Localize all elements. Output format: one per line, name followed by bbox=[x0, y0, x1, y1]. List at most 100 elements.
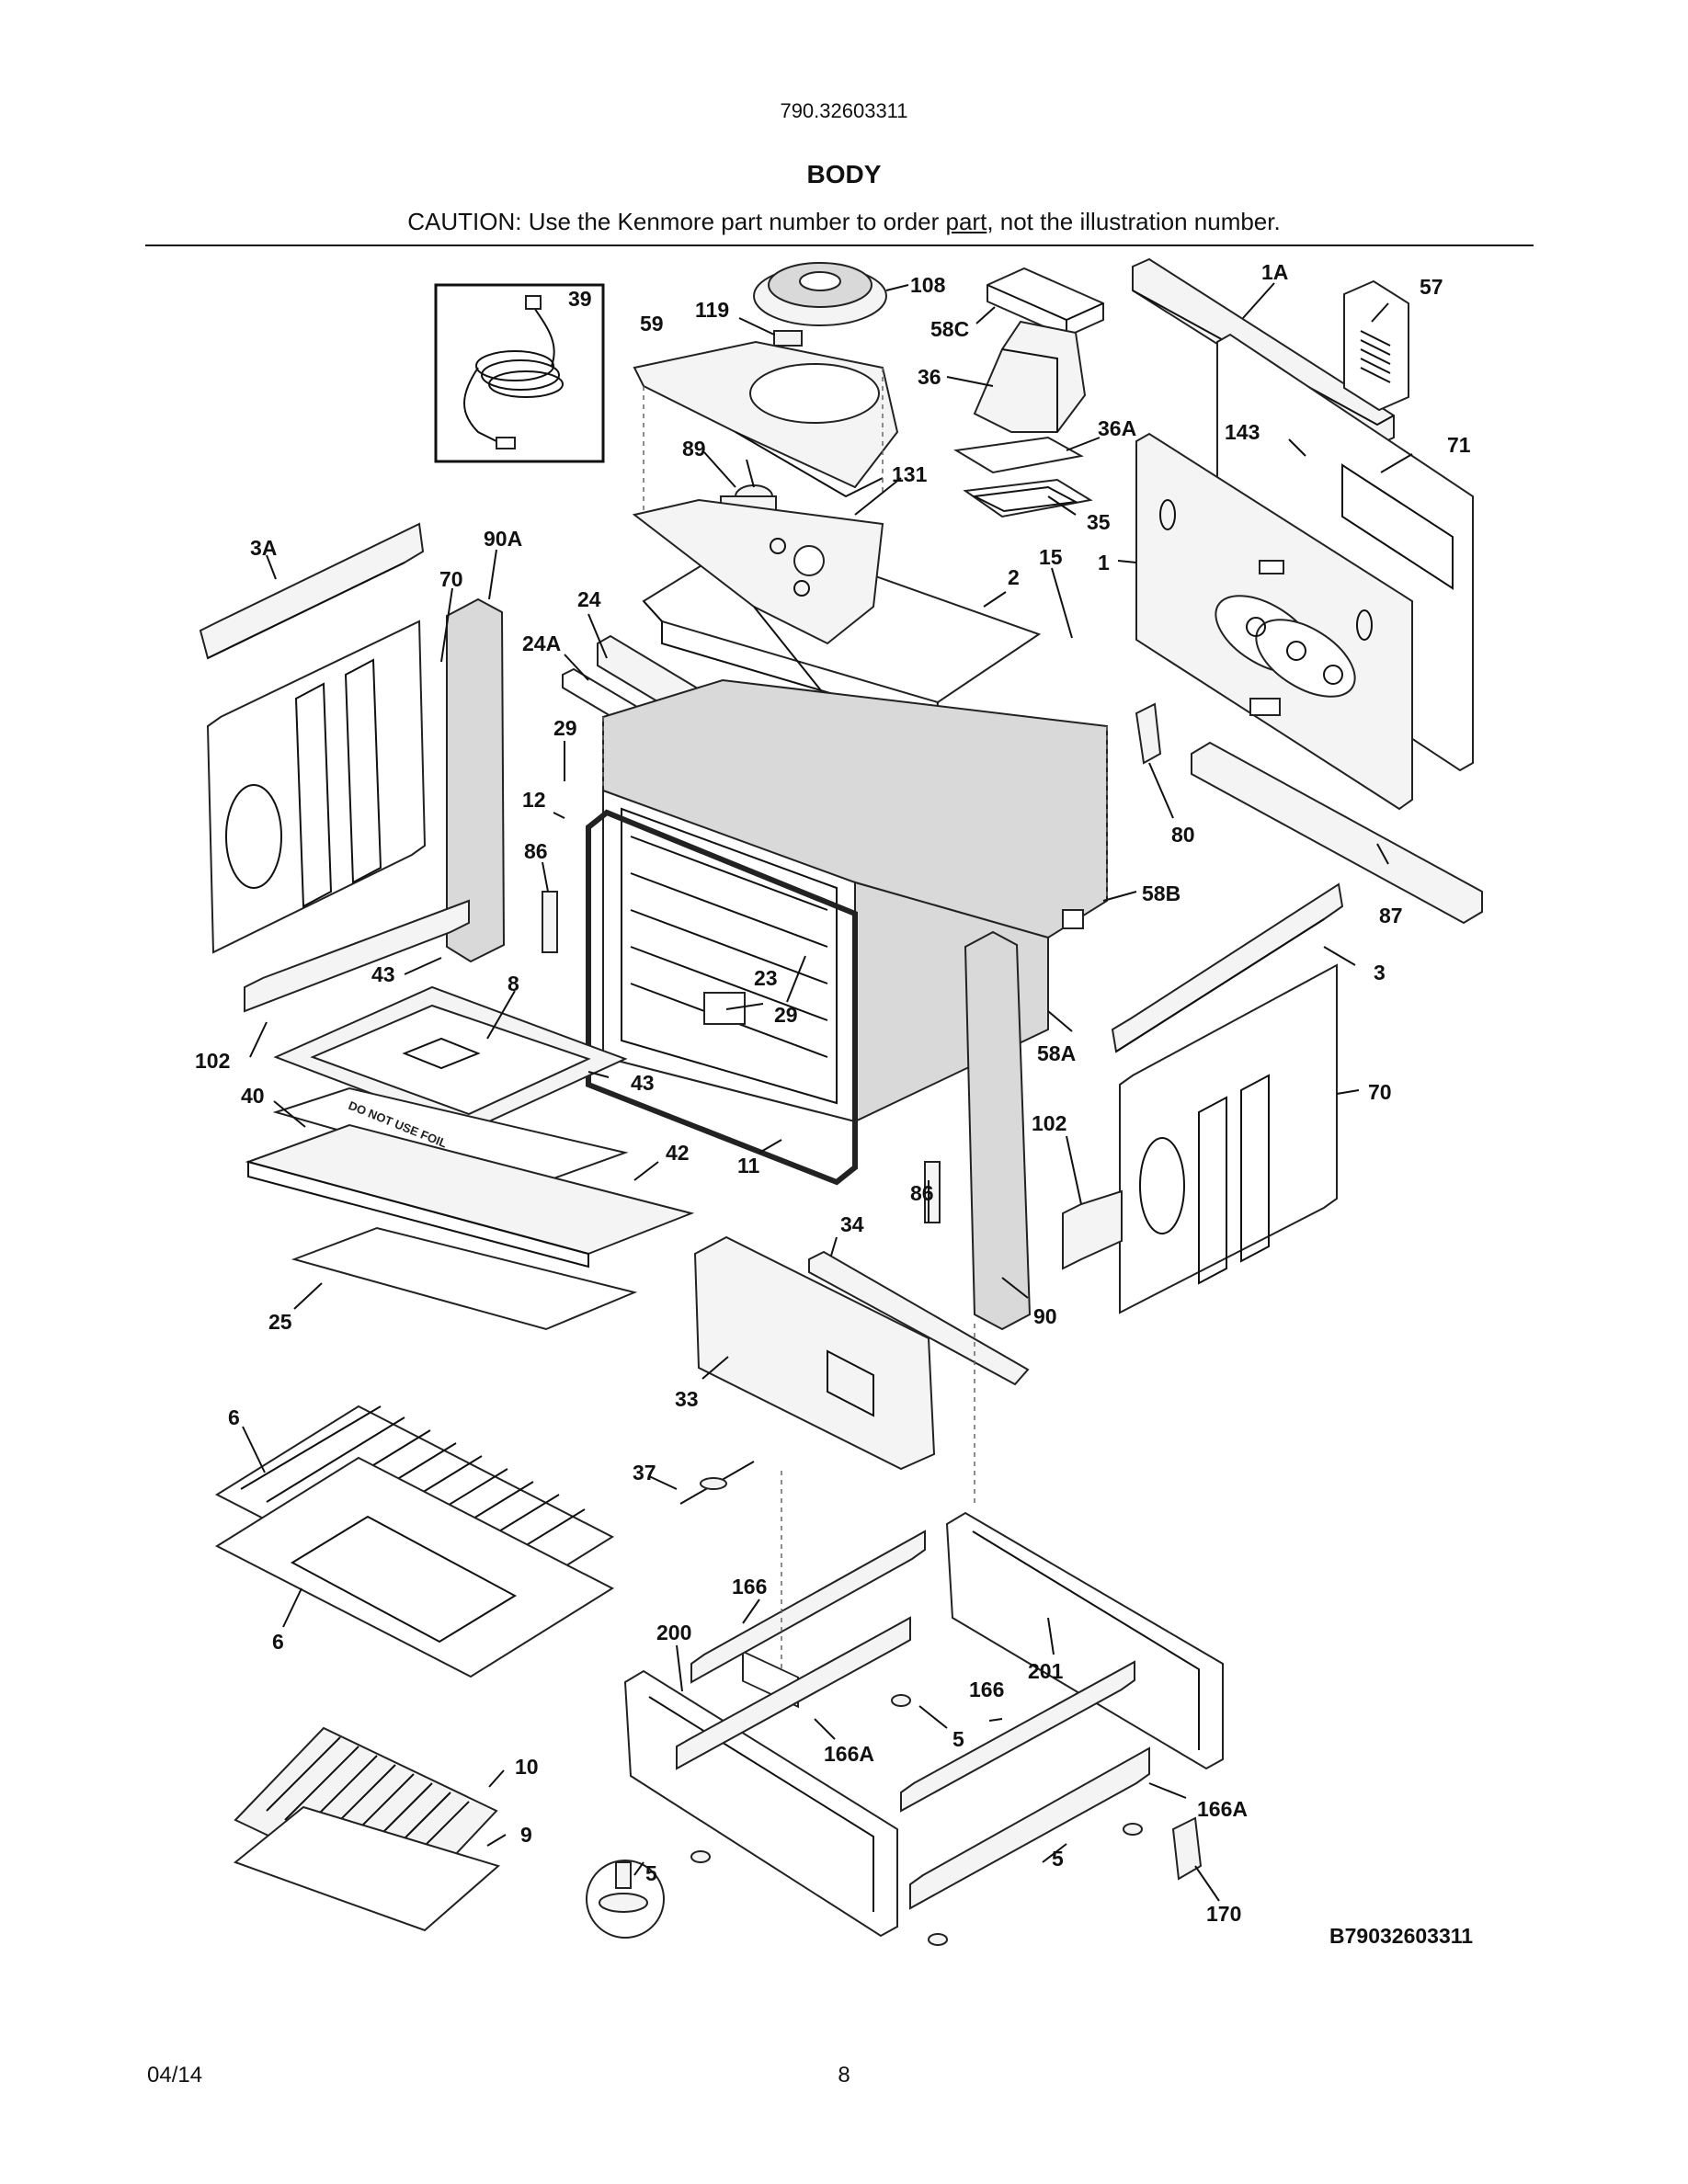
drawing-code: B79032603311 bbox=[1329, 1924, 1474, 1948]
page-number: 8 bbox=[838, 2063, 850, 2087]
callout-90a: 90A bbox=[484, 527, 522, 551]
bottom-plate-25 bbox=[291, 1226, 638, 1331]
broiler-pan-9 bbox=[233, 1805, 501, 1932]
header-rule bbox=[145, 245, 1534, 246]
callout-10: 10 bbox=[515, 1755, 539, 1779]
callout-166a-front: 166A bbox=[824, 1742, 874, 1766]
callout-33: 33 bbox=[675, 1387, 699, 1411]
door-gasket-11 bbox=[586, 809, 858, 1186]
rear-lower-brace-87 bbox=[1191, 741, 1483, 925]
callout-3: 3 bbox=[1374, 961, 1386, 984]
base-rail-166-upper bbox=[690, 1530, 926, 1684]
caution-suffix: , not the illustration number. bbox=[987, 208, 1281, 235]
callout-201: 201 bbox=[1028, 1659, 1064, 1683]
callout-35: 35 bbox=[1087, 510, 1111, 534]
mount-bracket-80 bbox=[1135, 702, 1162, 765]
lower-brace-34 bbox=[808, 1250, 1030, 1386]
callout-166a-rear: 166A bbox=[1197, 1797, 1248, 1821]
callout-70-right: 70 bbox=[1368, 1080, 1392, 1104]
left-lower-brace-102 bbox=[244, 899, 470, 1013]
callout-86-upper: 86 bbox=[524, 839, 548, 863]
callout-87: 87 bbox=[1379, 904, 1403, 927]
callout-170: 170 bbox=[1206, 1902, 1241, 1926]
side-rail-166a-front bbox=[676, 1616, 911, 1770]
callout-58c: 58C bbox=[930, 317, 969, 341]
callout-71: 71 bbox=[1447, 433, 1471, 457]
callout-43-left: 43 bbox=[371, 962, 395, 986]
callout-36a: 36A bbox=[1098, 416, 1136, 440]
callout-15: 15 bbox=[1039, 545, 1063, 569]
left-side-brace-3a bbox=[199, 522, 425, 660]
callout-5-detail: 5 bbox=[645, 1861, 657, 1885]
callout-108: 108 bbox=[910, 273, 946, 297]
rear-frame-201 bbox=[945, 1511, 1224, 1770]
callout-70-left: 70 bbox=[439, 567, 463, 591]
callout-57: 57 bbox=[1420, 275, 1443, 299]
callout-80: 80 bbox=[1171, 823, 1195, 847]
caution-prefix: CAUTION: Use the Kenmore part number to … bbox=[407, 208, 946, 235]
right-lower-brace-102 bbox=[1062, 1189, 1123, 1270]
callout-58b: 58B bbox=[1142, 882, 1180, 905]
oven-rack-lower bbox=[214, 1456, 615, 1678]
left-side-panel-70 bbox=[206, 620, 427, 954]
leveling-leg-detail bbox=[586, 1860, 665, 1939]
callout-119: 119 bbox=[695, 298, 729, 322]
callout-143: 143 bbox=[1225, 420, 1260, 444]
callout-102-right: 102 bbox=[1032, 1111, 1066, 1135]
side-rail-166-lower bbox=[900, 1660, 1135, 1813]
rear-back-1 bbox=[1135, 432, 1413, 811]
callout-29-lower: 29 bbox=[774, 1003, 798, 1027]
meat-probe-37 bbox=[679, 1461, 755, 1505]
callout-90: 90 bbox=[1033, 1304, 1057, 1328]
callout-131: 131 bbox=[892, 462, 928, 486]
power-cord-inset bbox=[434, 283, 605, 463]
callout-166-lower: 166 bbox=[969, 1678, 1004, 1701]
caution-underlined: part bbox=[945, 208, 987, 235]
callout-200: 200 bbox=[656, 1621, 691, 1644]
section-title: BODY bbox=[806, 160, 882, 188]
caution-note: CAUTION: Use the Kenmore part number to … bbox=[0, 208, 1688, 236]
callout-58a: 58A bbox=[1037, 1041, 1076, 1065]
callout-59: 59 bbox=[640, 312, 664, 336]
vent-cover-57 bbox=[1343, 279, 1409, 412]
callout-34: 34 bbox=[840, 1212, 864, 1236]
callout-8: 8 bbox=[508, 972, 519, 995]
callout-29-upper: 29 bbox=[553, 716, 577, 740]
callout-24: 24 bbox=[577, 587, 601, 611]
callout-36: 36 bbox=[918, 365, 941, 389]
callout-25: 25 bbox=[268, 1310, 292, 1334]
leader-lines bbox=[242, 282, 1413, 1902]
callout-5-right: 5 bbox=[1052, 1847, 1064, 1871]
callout-166-upper: 166 bbox=[732, 1575, 767, 1598]
callout-12: 12 bbox=[522, 788, 546, 812]
alignment-lines bbox=[602, 368, 1108, 1673]
right-side-panel-70 bbox=[1119, 963, 1338, 1314]
callout-43-center: 43 bbox=[631, 1071, 655, 1095]
callout-2: 2 bbox=[1008, 565, 1020, 589]
footer-date: 04/14 bbox=[147, 2063, 203, 2087]
right-side-brace-3 bbox=[1111, 882, 1344, 1053]
callout-11: 11 bbox=[737, 1154, 760, 1177]
callout-39: 39 bbox=[568, 287, 592, 311]
callout-89: 89 bbox=[682, 437, 706, 461]
oven-cavity bbox=[602, 678, 1108, 1123]
anti-tip-bracket-170 bbox=[1171, 1816, 1203, 1881]
leveling-legs bbox=[690, 1694, 1143, 1946]
rear-brace-1a bbox=[1132, 257, 1395, 447]
left-insulation-90a bbox=[446, 597, 506, 963]
oven-bottom-8 bbox=[273, 985, 628, 1132]
callout-1: 1 bbox=[1098, 551, 1110, 574]
side-insulation-90 bbox=[964, 930, 1032, 1331]
callout-23: 23 bbox=[754, 966, 778, 990]
callout-6-lower: 6 bbox=[272, 1630, 284, 1654]
callout-6-upper: 6 bbox=[228, 1405, 240, 1429]
callout-40: 40 bbox=[241, 1084, 265, 1108]
convection-fan bbox=[753, 262, 887, 347]
fan-shroud bbox=[633, 340, 899, 498]
side-rail-166a-rear bbox=[909, 1746, 1150, 1910]
heat-shield-42 bbox=[245, 1123, 695, 1268]
callout-1a: 1A bbox=[1261, 260, 1288, 284]
callout-102-left: 102 bbox=[195, 1049, 230, 1073]
vent-duct-36 bbox=[953, 320, 1093, 518]
